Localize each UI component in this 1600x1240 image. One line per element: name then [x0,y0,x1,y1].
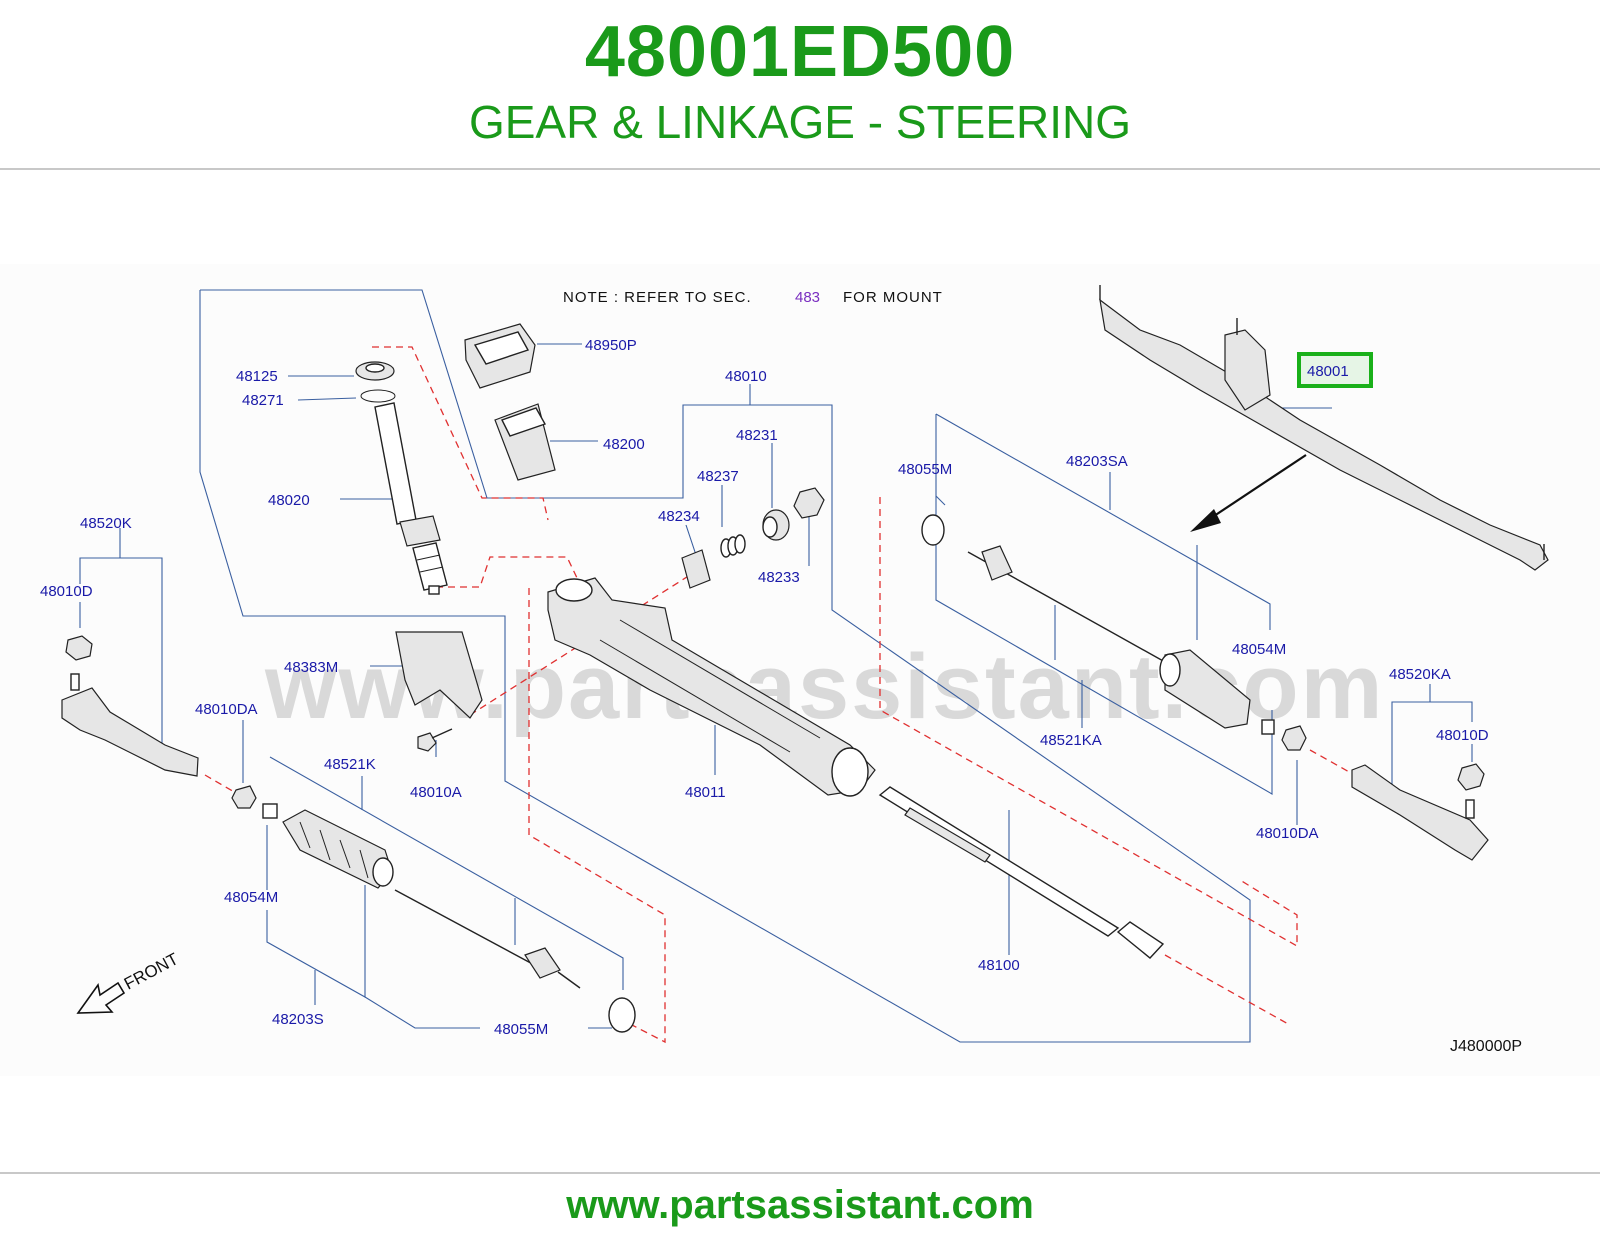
part-48520K-tie-rod-end-left[interactable] [61,635,199,777]
callout-48010DA-left[interactable]: 48010DA [195,701,258,718]
header-divider [0,168,1600,170]
part-48011-gear-housing[interactable] [547,577,876,797]
callout-48011[interactable]: 48011 [685,784,726,801]
part-48001-assembly-thumbnail[interactable] [1099,285,1549,571]
callout-48521K[interactable]: 48521K [324,756,376,773]
diagram-code: J480000P [1450,1038,1522,1055]
part-48950P-dust-seal[interactable] [464,323,536,389]
callout-48010A[interactable]: 48010A [410,784,462,801]
callout-48054M-right[interactable]: 48054M [1232,641,1286,658]
part-48521KA-inner-tie-rod-right[interactable] [967,545,1166,663]
callout-48231[interactable]: 48231 [736,427,778,444]
callout-48054M-left[interactable]: 48054M [224,889,278,906]
callout-48010D-right[interactable]: 48010D [1436,727,1489,744]
part-number-title: 48001ED500 [584,12,1016,92]
part-48203S-boot-left[interactable] [282,809,394,889]
callout-48125[interactable]: 48125 [236,368,278,385]
part-48010DA-nut-right[interactable] [1281,725,1307,751]
callout-48521KA[interactable]: 48521KA [1040,732,1102,749]
callout-48203SA[interactable]: 48203SA [1066,453,1128,470]
part-48055M-clamp-right[interactable] [921,514,945,546]
callout-48055M-left[interactable]: 48055M [494,1021,548,1038]
part-48521K-inner-tie-rod-left[interactable] [394,889,581,989]
highlight-box [1297,352,1373,388]
exploded-parts-diagram: www.partsassistant.com NOTE : REFER TO S… [0,264,1600,1076]
footer-site-link[interactable]: www.partsassistant.com [566,1183,1034,1227]
note-section-ref[interactable]: 483 [795,289,820,306]
callout-48520KA[interactable]: 48520KA [1389,666,1451,683]
callout-48010[interactable]: 48010 [725,368,767,385]
part-48055M-clamp-left[interactable] [608,997,636,1033]
part-48520KA-tie-rod-end-right[interactable] [1351,764,1489,861]
part-48125-seal[interactable] [355,361,395,381]
callout-48234[interactable]: 48234 [658,508,700,525]
part-48200-boot[interactable] [494,403,556,481]
phantom-lines [204,346,1361,1044]
front-label: FRONT [121,949,182,993]
part-48010DA-nut-left[interactable] [231,785,257,809]
part-48010A-bolt[interactable] [417,728,453,752]
callout-48001[interactable]: 48001 [1307,363,1349,380]
part-48383M-bracket[interactable] [395,631,483,719]
page-header: 48001ED500 GEAR & LINKAGE - STEERING [0,0,1600,168]
part-48237-spring[interactable] [720,534,746,558]
callout-48233[interactable]: 48233 [758,569,800,586]
leader-lines [79,289,1473,1043]
part-48020-pinion-shaft[interactable] [374,402,448,595]
part-48233-lock-nut[interactable] [793,487,825,519]
callout-48520K[interactable]: 48520K [80,515,132,532]
part-48010D-nut-right[interactable] [1457,763,1485,791]
callout-labels: 48001 48125 48271 48020 48950P 48200 480… [40,337,1489,1038]
diagram-canvas: www.partsassistant.com NOTE : REFER TO S… [40,285,1549,1055]
part-48234-yoke[interactable] [681,549,711,589]
callout-48200[interactable]: 48200 [603,436,645,453]
callout-48010D-left[interactable]: 48010D [40,583,93,600]
callout-48383M[interactable]: 48383M [284,659,338,676]
part-48231-plug[interactable] [762,509,790,541]
callout-48237[interactable]: 48237 [697,468,739,485]
part-48271-snap-ring[interactable] [360,389,396,403]
callout-48010DA-right[interactable]: 48010DA [1256,825,1319,842]
note-suffix: FOR MOUNT [843,289,943,306]
callout-48020[interactable]: 48020 [268,492,310,509]
part-48054M-washer-left[interactable] [262,803,278,819]
callout-48100[interactable]: 48100 [978,957,1020,974]
callout-48203S[interactable]: 48203S [272,1011,324,1028]
part-48054M-washer-right[interactable] [1261,719,1275,735]
footer-divider [0,1172,1600,1174]
category-subtitle: GEAR & LINKAGE - STEERING [468,96,1132,148]
callout-48055M-right[interactable]: 48055M [898,461,952,478]
assembly-direction-arrow [1190,454,1307,532]
callout-48950P[interactable]: 48950P [585,337,637,354]
part-48203SA-boot-right[interactable] [1159,649,1251,729]
front-direction-indicator: FRONT [76,949,182,1014]
callout-48271[interactable]: 48271 [242,392,284,409]
note-prefix: NOTE : REFER TO SEC. [563,289,752,306]
part-48100-rack[interactable] [878,786,1165,959]
